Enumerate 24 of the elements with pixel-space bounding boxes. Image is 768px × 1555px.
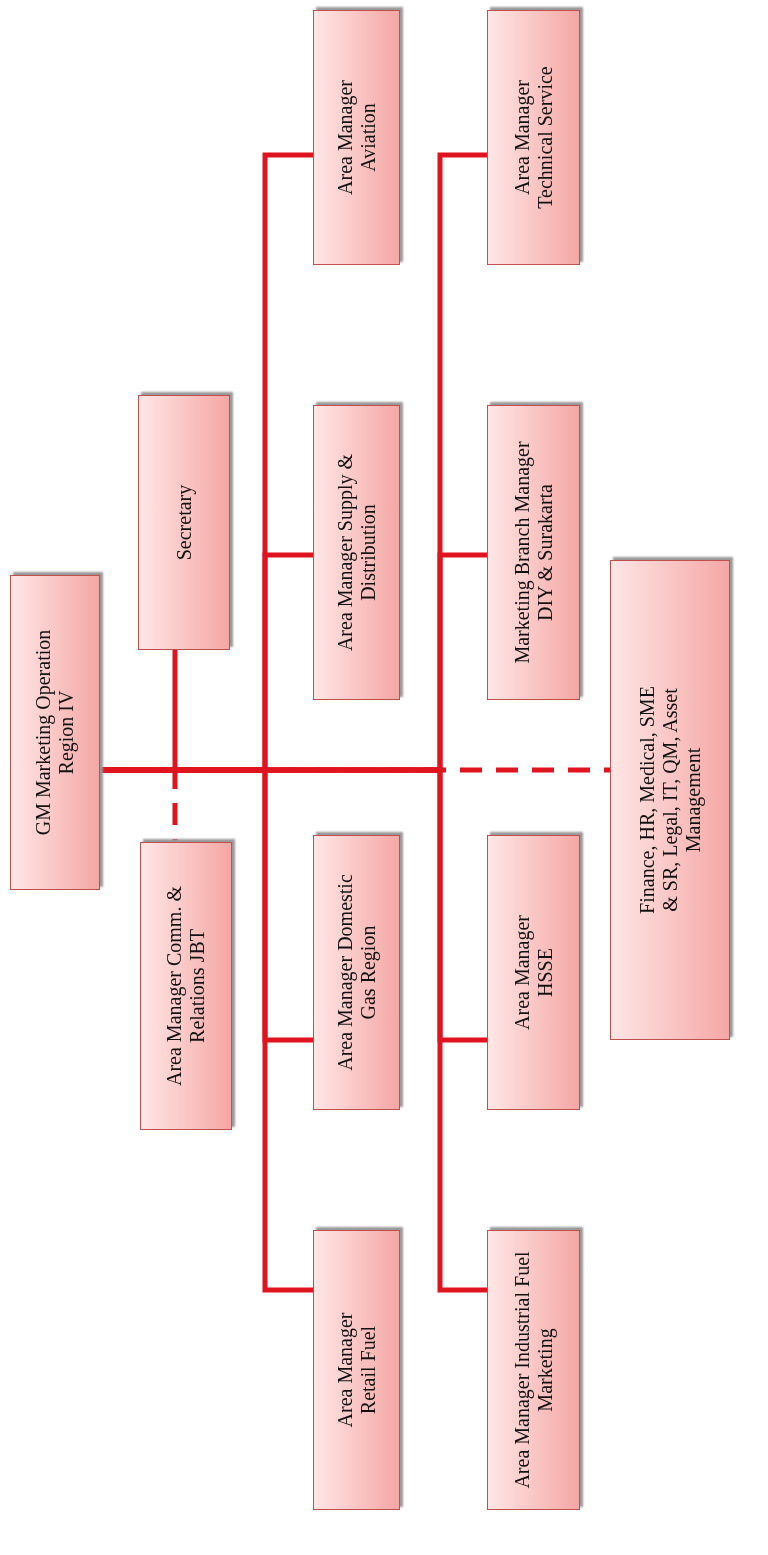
position-title: Area Manager Technical Service: [510, 65, 557, 211]
position-title: Area Manager Industrial Fuel Marketing: [510, 1250, 557, 1490]
position-title: Area Manager Aviation: [333, 79, 380, 197]
position-title: Marketing Branch Manager DIY & Surakarta: [510, 440, 557, 666]
org-box: [487, 405, 580, 700]
org-box: [10, 575, 100, 890]
org-box: [313, 1230, 400, 1510]
org-box: [138, 395, 230, 650]
org-box: [313, 405, 400, 700]
org-box: [610, 560, 730, 1040]
org-box: [487, 10, 580, 265]
position-title: Area Manager Comm. & Relations JBT: [163, 885, 209, 1088]
position-title: Finance, HR, Medical, SME & SR, Legal, IT, QM, Asset Management: [635, 685, 705, 916]
org-box: [313, 835, 400, 1110]
position-title: Area Manager Supply & Distribution: [333, 452, 380, 654]
position-title: Area Manager Domestic Gas Region: [333, 873, 380, 1073]
position-title: GM Marketing Operation Region IV: [32, 628, 78, 838]
position-title: Area Manager HSSE: [510, 914, 557, 1032]
position-title: Secretary: [172, 484, 196, 561]
org-box: [140, 842, 232, 1130]
org-box: [313, 10, 400, 265]
org-box: [487, 835, 580, 1110]
org-box: [487, 1230, 580, 1510]
position-title: Area Manager Retail Fuel: [333, 1311, 380, 1430]
